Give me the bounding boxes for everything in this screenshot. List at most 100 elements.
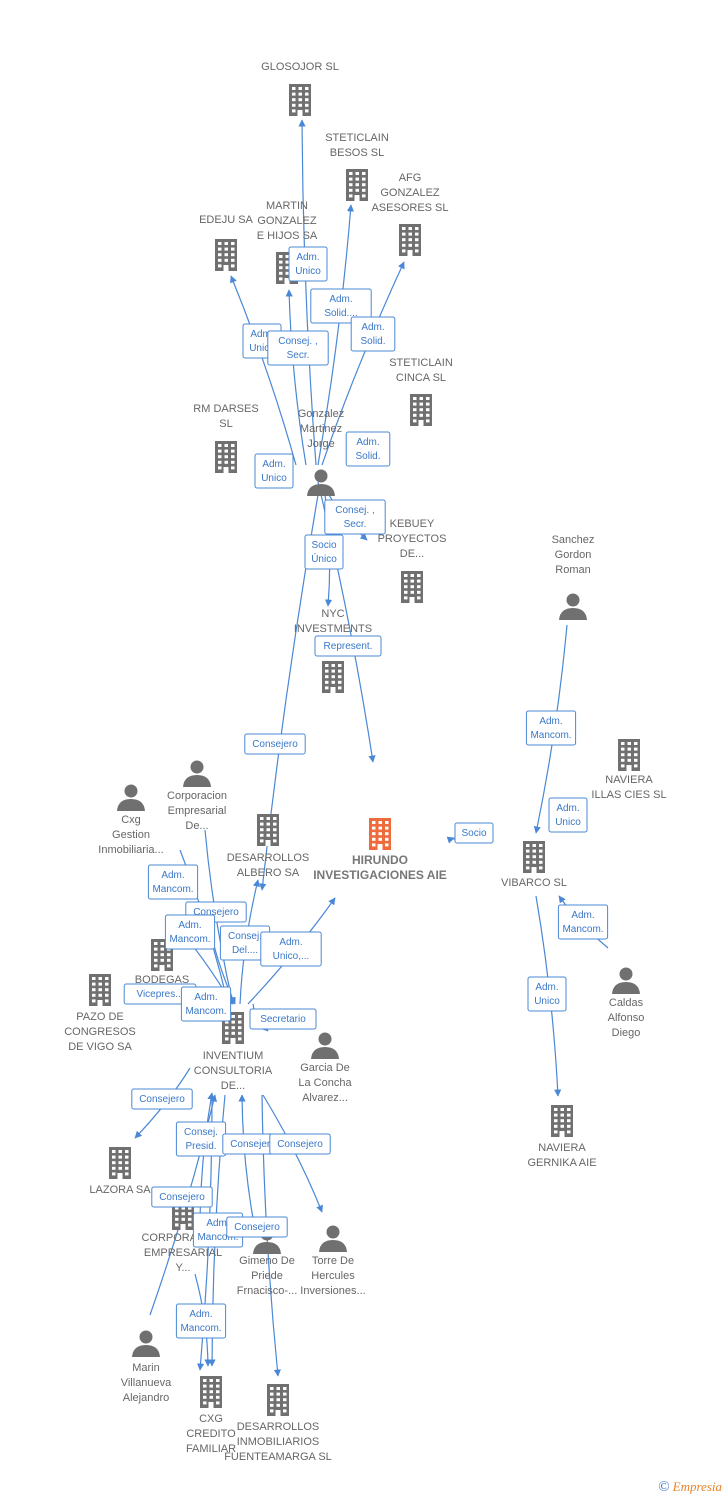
edge-label[interactable]: Consejero [226,1216,288,1238]
edge-label[interactable]: Adm.Unico [527,976,567,1012]
edge-label[interactable]: Consejero [151,1186,213,1208]
edge-label[interactable]: Represent. [314,635,382,657]
building-icon [200,1376,222,1408]
edge-label[interactable]: Consejero [131,1088,193,1110]
edge-label[interactable]: Adm.Unico,... [260,931,322,967]
edge-label[interactable]: Socio [454,822,494,844]
node-label: AFG [399,172,422,184]
edge-label-text: Adm. [571,910,594,921]
building-icon [322,661,344,693]
edge-label-text: Consejero [159,1192,205,1203]
person-icon [132,1330,160,1357]
edge-label[interactable]: Adm.Mancom. [180,986,232,1022]
edge-label-text: Consej. [228,931,262,942]
node-label: E HIJOS SA [257,230,318,242]
building-icon [289,84,311,116]
edge-label[interactable]: Secretario [249,1008,317,1030]
building-icon [369,818,391,850]
node-cxg-gestion[interactable]: CxgGestionInmobiliaria... [98,784,164,857]
edge-label-text: Presid. [185,1141,216,1152]
edge-label[interactable]: Consejero [269,1133,331,1155]
node-label: PROYECTOS [378,533,447,545]
node-label: CONGRESOS [64,1026,136,1038]
node-edeju[interactable]: EDEJU SA [199,214,254,271]
node-vibarco[interactable]: VIBARCO SL [501,841,567,889]
node-label: INVESTIGACIONES AIE [313,868,447,882]
edge-label-text: Adm. [361,322,384,333]
edge-label-text: Adm. [539,716,562,727]
node-gimeno[interactable]: Gimeno DePriedeFrnacisco-... [237,1227,298,1298]
footer-brand[interactable]: © Empresia [658,1479,722,1496]
node-label: Roman [555,564,590,576]
person-icon [307,469,335,496]
building-icon [89,974,111,1006]
node-label: Empresarial [168,805,227,817]
person-icon [117,784,145,811]
node-label: GONZALEZ [257,215,317,227]
relationship-edge [298,119,317,466]
node-label: De... [185,820,208,832]
node-label: KEBUEY [390,518,435,530]
edge-label[interactable]: Consej. ,Secr. [267,330,329,366]
edge-label[interactable]: Consej.Presid. [175,1121,227,1157]
edge-label[interactable]: Adm.Unico [254,453,294,489]
edge-label-text: Solid. [360,336,385,347]
node-label: NAVIERA [538,1142,586,1154]
brand-name: Empresia [672,1479,722,1494]
node-label: La Concha [298,1077,352,1089]
edge-label-text: Secretario [260,1014,306,1025]
edge-label[interactable]: Adm.Mancom. [175,1303,227,1339]
node-label: ASESORES SL [371,202,448,214]
node-lazora[interactable]: LAZORA SA [89,1147,151,1196]
edge-label[interactable]: Adm.Mancom. [525,710,577,746]
edge-label[interactable]: Adm. Solid. [350,316,396,352]
edge-label-text: Mancom. [562,924,603,935]
edge-label[interactable]: Adm. Mancom. [557,904,609,940]
node-label: SL [219,418,232,430]
node-glosojor[interactable]: GLOSOJOR SL [261,61,339,116]
edge-label[interactable]: Adm.Solid.... [310,288,372,324]
edge-label[interactable]: Adm.Mancom. [147,864,199,900]
edge-label-text: Adm. [356,437,379,448]
edge-label-text: Adm. [279,937,302,948]
node-label: EMPRESARIAL [144,1247,222,1259]
node-label: INMOBILIARIOS [237,1436,320,1448]
node-label: DE VIGO SA [68,1041,132,1053]
edge-label-text: Adm. [262,459,285,470]
edge-label[interactable]: Adm.Mancom. [164,914,216,950]
edge-label[interactable]: Adm.Unico [288,246,328,282]
edge-label[interactable]: Consej.Del.... [219,925,271,961]
node-corporacion-emp[interactable]: CorporacionEmpresarialDe... [167,760,227,833]
edge-label[interactable]: Adm.Solid. [345,431,391,467]
edge-label[interactable]: Vicepres... [123,983,197,1005]
node-kebuey[interactable]: KEBUEYPROYECTOSDE... [378,518,447,603]
edge-label[interactable]: Consej. ,Secr. [324,499,386,535]
edge-label-text: Consejero [230,1139,276,1150]
relationship-edge [285,289,307,466]
edge-label[interactable]: Adm.Unico [548,797,588,833]
node-torre[interactable]: Torre DeHerculesInversiones... [300,1225,366,1298]
building-icon [257,814,279,846]
edge-label[interactable]: Consejero [244,733,306,755]
edge-label-text: Consejero [234,1222,280,1233]
